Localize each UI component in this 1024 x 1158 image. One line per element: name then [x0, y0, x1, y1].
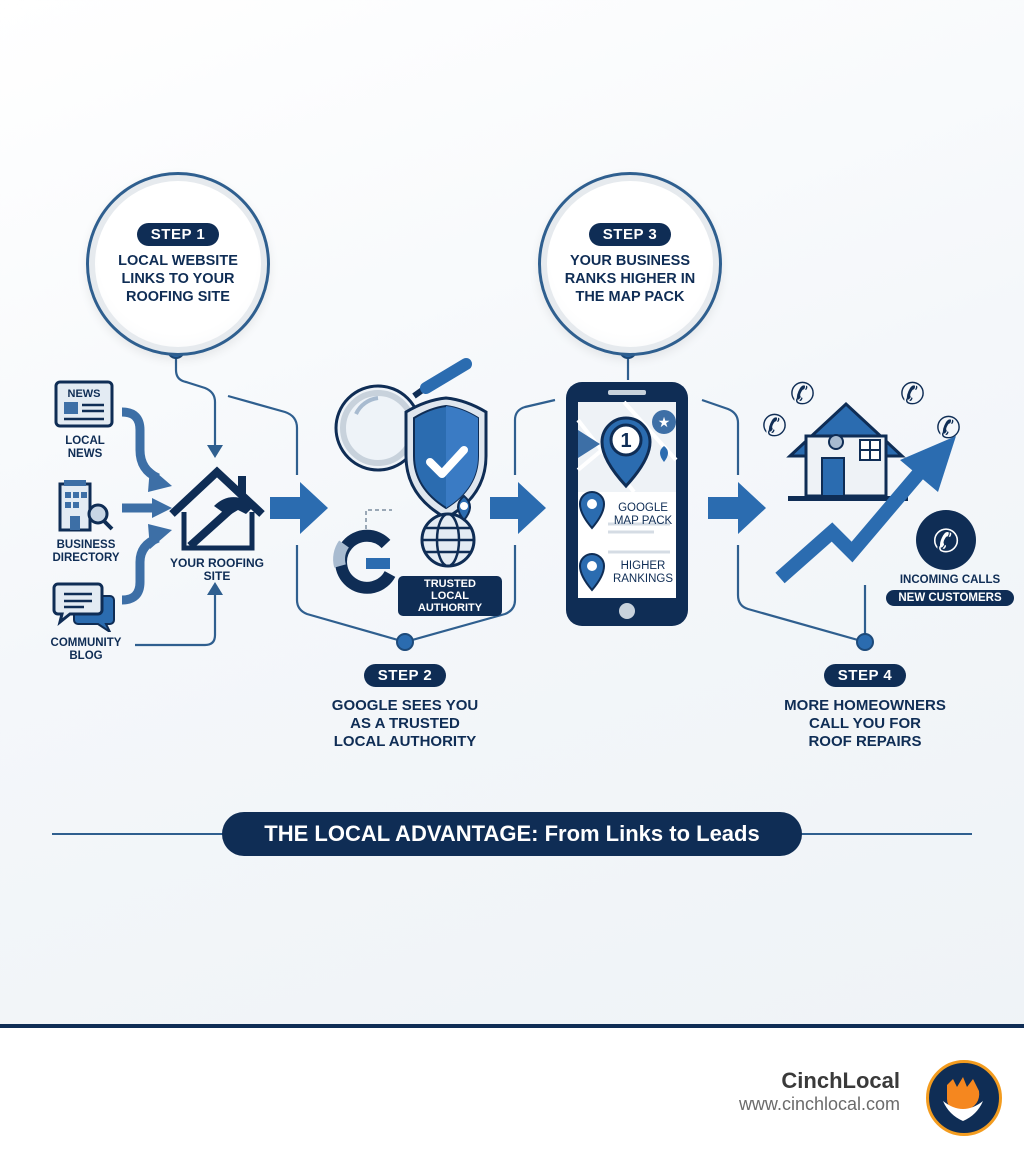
footer-url[interactable]: www.cinchlocal.com [738, 1094, 900, 1114]
banner-line-left [52, 833, 224, 835]
cinchlocal-logo-icon [926, 1060, 1002, 1136]
google-g-icon [333, 529, 396, 594]
calls-cluster: ✆✆✆✆ ✆ INCOMING CALLS NEW CUSTOMERS [760, 356, 1024, 616]
step-2-badge: STEP 2 [363, 664, 447, 687]
phone-circle-icon: ✆ [916, 510, 976, 570]
chat-bubbles-icon [52, 582, 115, 635]
step-3-badge: STEP 3 [588, 222, 672, 246]
svg-text:★: ★ [658, 414, 671, 430]
svg-text:1: 1 [620, 430, 631, 452]
house-icon [786, 401, 908, 501]
svg-text:NEWS: NEWS [68, 388, 101, 400]
svg-text:✆: ✆ [790, 377, 815, 412]
svg-text:✆: ✆ [900, 377, 925, 412]
step-4-badge: STEP 4 [823, 664, 907, 687]
new-customers-badge: NEW CUSTOMERS [886, 590, 1014, 606]
footer-brand: CinchLocal [781, 1068, 900, 1093]
footer: CinchLocal www.cinchlocal.com [0, 1024, 1024, 1158]
banner-title: THE LOCAL ADVANTAGE: From Links to Leads [222, 812, 802, 856]
svg-text:✆: ✆ [762, 409, 787, 444]
newspaper-icon: NEWS [54, 380, 114, 428]
phone-ringing-icon: ✆✆✆✆ [762, 377, 961, 446]
step-1-badge: STEP 1 [136, 222, 220, 246]
incoming-calls-label: INCOMING CALLS [899, 574, 1001, 586]
banner-line-right [800, 833, 972, 835]
house-hammer-icon [169, 466, 265, 551]
svg-text:✆: ✆ [933, 522, 960, 560]
globe-pin-icon [420, 494, 476, 568]
shield-check-icon [404, 396, 488, 520]
building-search-icon [58, 480, 114, 532]
